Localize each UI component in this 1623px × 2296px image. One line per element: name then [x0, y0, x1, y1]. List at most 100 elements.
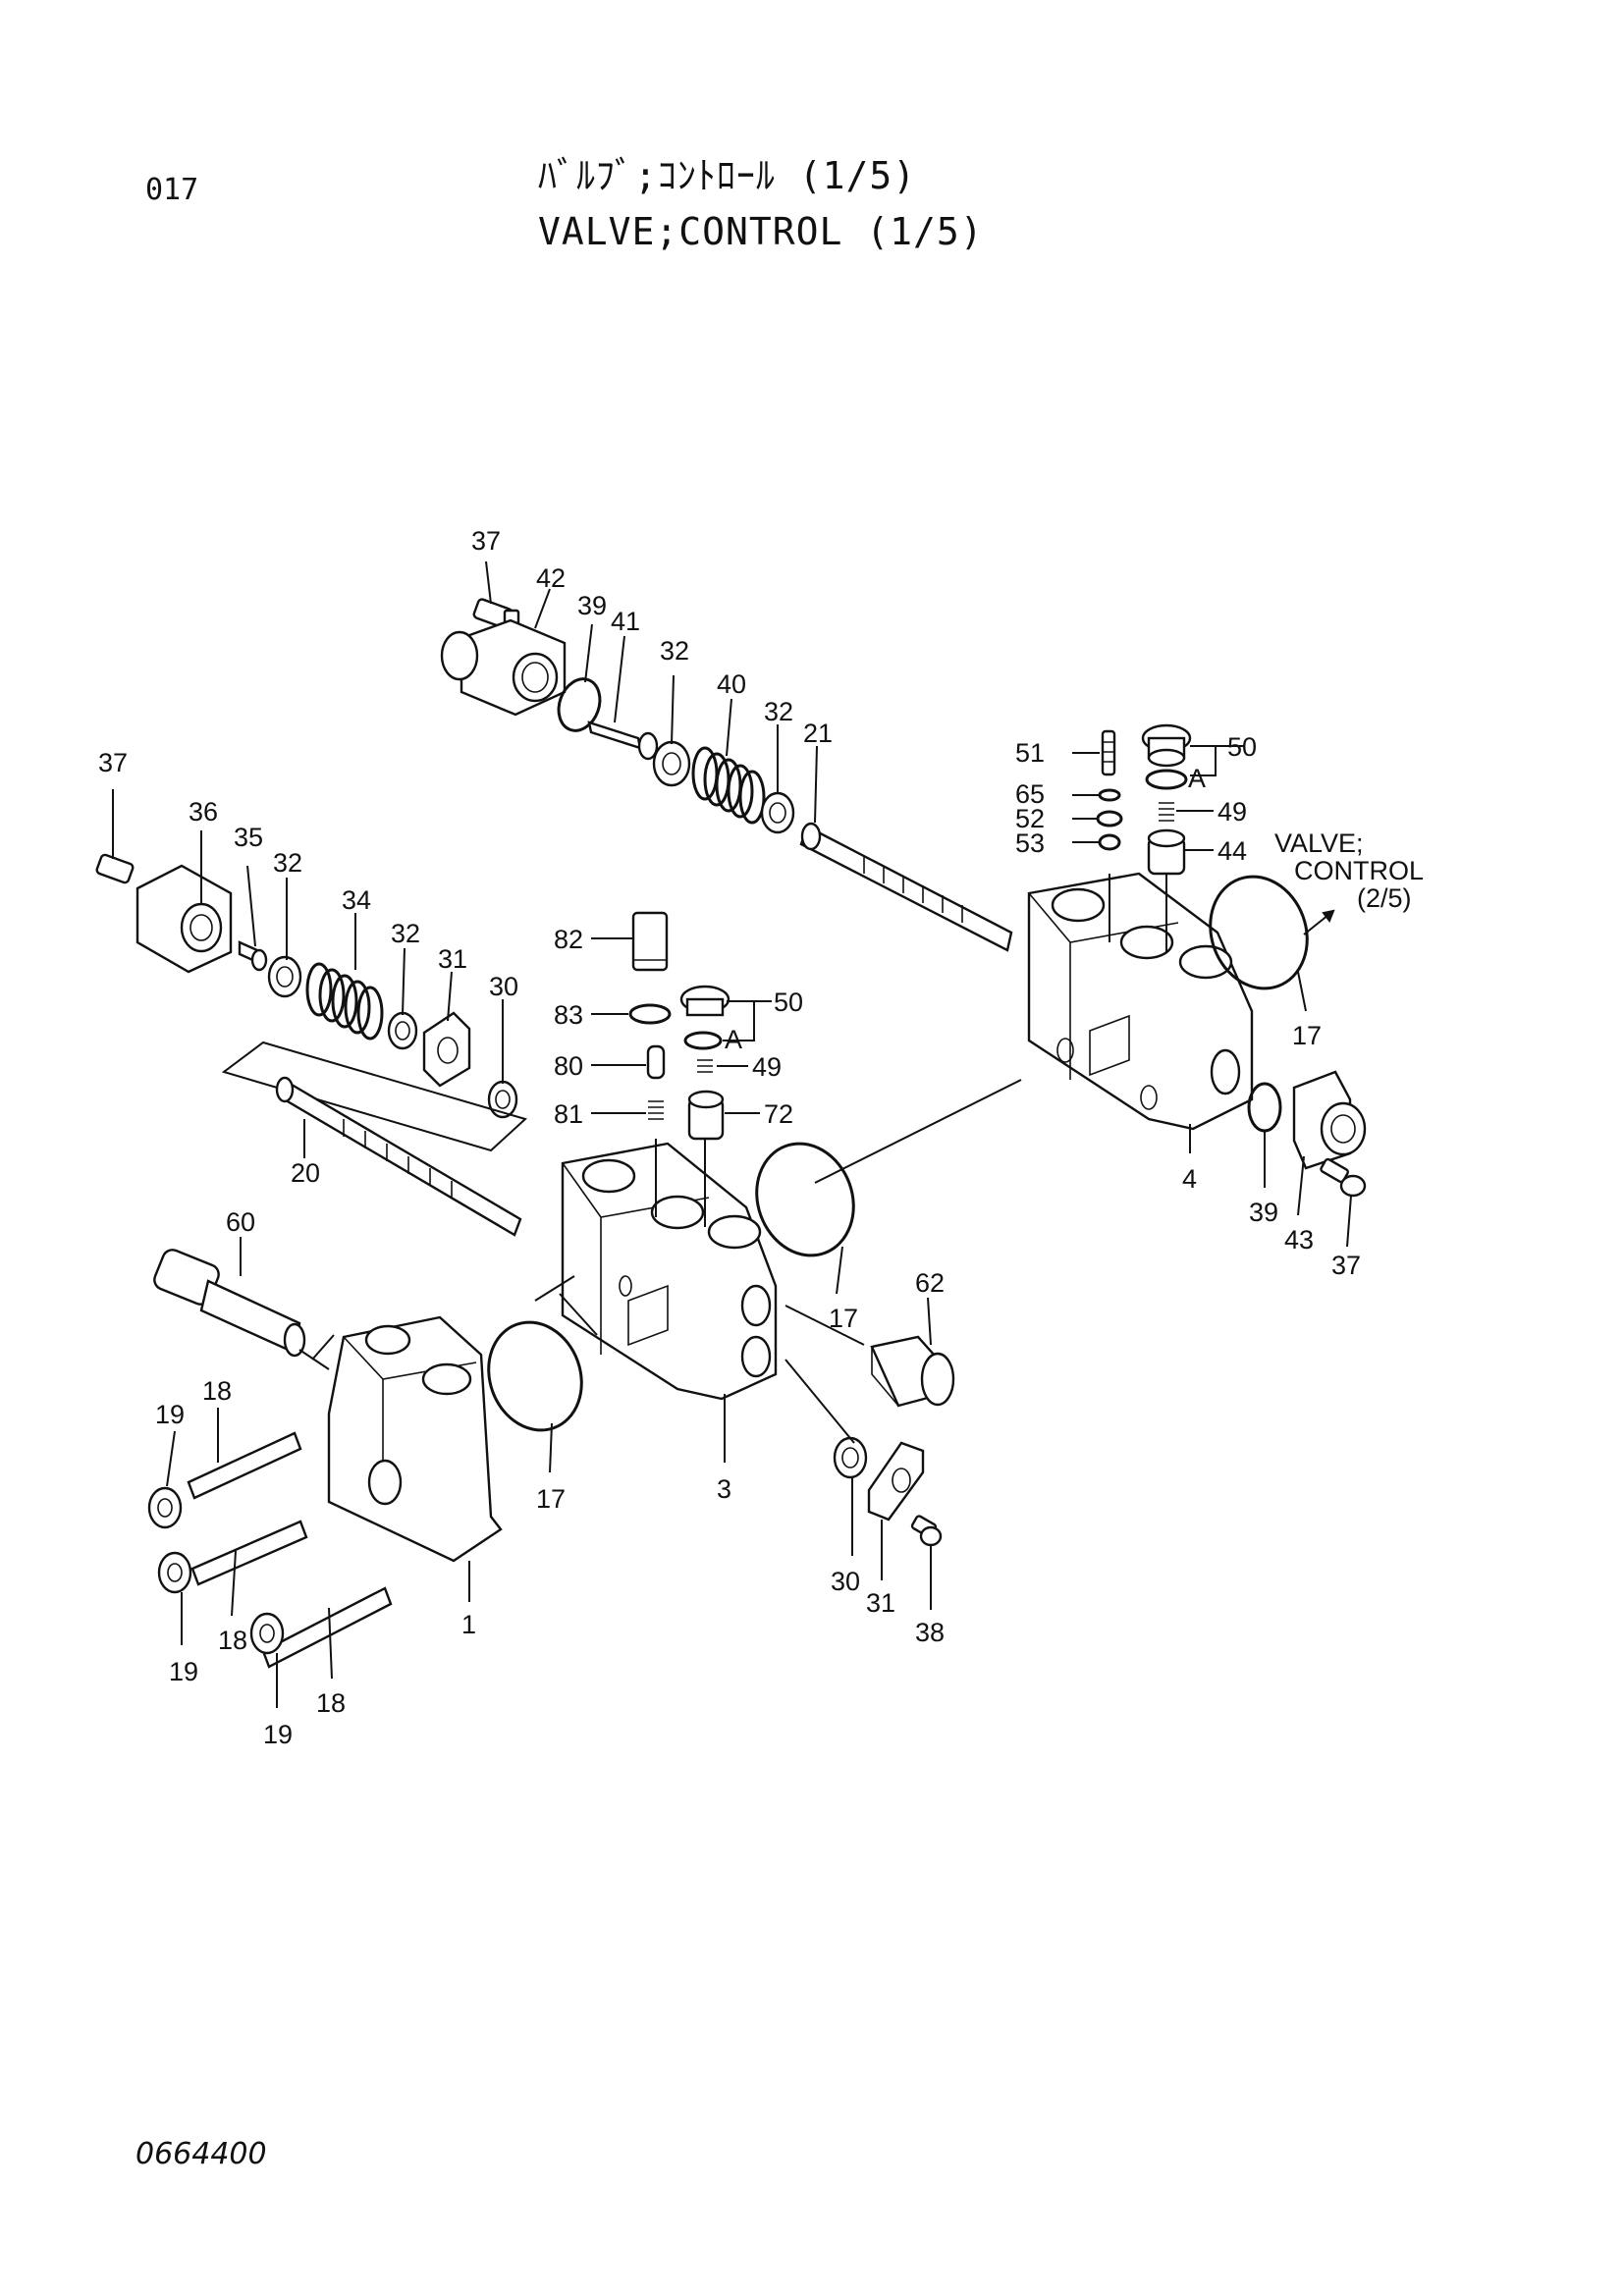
- seat-32-top-b: [760, 791, 795, 834]
- reference-line-3: (2/5): [1357, 883, 1412, 913]
- plug-62: [870, 1335, 955, 1408]
- label-36: 36: [189, 797, 218, 827]
- label-31-bottom: 31: [866, 1588, 895, 1618]
- label-39-right: 39: [1249, 1198, 1278, 1227]
- label-4: 4: [1182, 1164, 1197, 1194]
- bolt-38: [910, 1515, 943, 1547]
- seal-30-bottom: [833, 1436, 868, 1479]
- label-41: 41: [611, 607, 640, 636]
- label-49-right: 49: [1217, 797, 1247, 827]
- label-82: 82: [554, 925, 583, 954]
- label-53: 53: [1015, 828, 1045, 858]
- seat-32-left-b: [387, 1011, 418, 1050]
- label-32-top-a: 32: [660, 636, 689, 666]
- reference-line-2: CONTROL: [1294, 856, 1424, 885]
- label-32-top-b: 32: [764, 697, 793, 726]
- spool-21: [799, 822, 1013, 952]
- group-marker-a-middle: A: [725, 1025, 742, 1054]
- label-35: 35: [234, 823, 263, 852]
- label-80: 80: [554, 1051, 583, 1081]
- valve-block-1: [147, 1249, 583, 1669]
- valve-block-3: [561, 911, 955, 1547]
- label-1: 1: [461, 1610, 476, 1639]
- label-52: 52: [1015, 804, 1045, 833]
- valve-block-4: [1027, 723, 1367, 1198]
- seat-32-left-a: [267, 955, 302, 998]
- upper-spool-assembly: [440, 598, 1013, 952]
- ring-53: [1098, 833, 1121, 851]
- cover-43: [1292, 1070, 1367, 1170]
- o-ring-17-middle: [755, 1142, 855, 1257]
- label-50-right: 50: [1227, 732, 1257, 762]
- o-ring-39-right: [1247, 1082, 1282, 1133]
- reference-line-1: VALVE;: [1274, 828, 1364, 858]
- label-40: 40: [717, 669, 746, 699]
- leader-lines: [112, 561, 1352, 1708]
- document-number: 0664400: [135, 2137, 267, 2171]
- label-18-c: 18: [316, 1688, 346, 1718]
- bolt-37-left: [95, 853, 135, 884]
- label-17-middle: 17: [829, 1304, 858, 1333]
- cap-42: [440, 618, 567, 717]
- label-32-left-a: 32: [273, 848, 302, 878]
- stud-18-c: [261, 1586, 393, 1669]
- label-32-left-b: 32: [391, 919, 420, 948]
- poppet-44: [1147, 828, 1186, 876]
- label-20: 20: [291, 1158, 320, 1188]
- stud-18-b: [190, 1520, 308, 1586]
- ring-65: [1098, 788, 1121, 802]
- label-3: 3: [717, 1474, 731, 1504]
- nut-19-a: [147, 1486, 183, 1529]
- o-ring-17-right: [1209, 875, 1309, 990]
- label-17-right: 17: [1292, 1021, 1322, 1050]
- label-17-left: 17: [536, 1484, 566, 1514]
- o-ring-17-left: [487, 1320, 583, 1432]
- label-38: 38: [915, 1618, 945, 1647]
- label-37-left: 37: [98, 748, 128, 777]
- nut-19-b: [157, 1551, 192, 1594]
- label-18-a: 18: [202, 1376, 232, 1406]
- o-ring-50-middle: [683, 1031, 723, 1050]
- o-ring-50-right: [1145, 769, 1188, 790]
- o-ring-83: [628, 1003, 672, 1025]
- label-21: 21: [803, 719, 833, 748]
- label-37-top: 37: [471, 526, 501, 556]
- label-19-c: 19: [263, 1720, 293, 1749]
- page-number: 017: [145, 173, 199, 207]
- part-labels: 37 42 39 41 32 40 32 21 51 50 65 52 49 5…: [98, 526, 1424, 1749]
- seat-32-top-a: [652, 740, 691, 787]
- label-49-middle: 49: [752, 1052, 782, 1082]
- bolt-37-right: [1320, 1157, 1367, 1198]
- sensor-60: [153, 1249, 306, 1358]
- label-43: 43: [1284, 1225, 1314, 1255]
- ring-52: [1096, 810, 1123, 828]
- plug-50-middle: [679, 985, 730, 1017]
- spring-40: [691, 746, 766, 825]
- spool-guide-frame: [221, 1041, 527, 1152]
- label-34: 34: [342, 885, 371, 915]
- plunger-41: [587, 721, 659, 761]
- left-spool-assembly: [95, 853, 527, 1237]
- label-60: 60: [226, 1207, 255, 1237]
- label-65: 65: [1015, 779, 1045, 809]
- plunger-35: [238, 940, 268, 972]
- label-42: 42: [536, 563, 566, 593]
- label-19-b: 19: [169, 1657, 198, 1686]
- label-30-bottom: 30: [831, 1567, 860, 1596]
- relief-valve-82: [631, 911, 669, 972]
- stud-18-a: [187, 1431, 302, 1500]
- label-83: 83: [554, 1000, 583, 1030]
- flange-31: [422, 1011, 471, 1088]
- label-18-b: 18: [218, 1626, 247, 1655]
- label-44: 44: [1217, 836, 1247, 866]
- title-english: VALVE;CONTROL (1/5): [538, 210, 984, 253]
- label-30-left: 30: [489, 972, 518, 1001]
- spool-20: [275, 1076, 522, 1237]
- title-japanese: ﾊﾞﾙﾌﾞ;ｺﾝﾄﾛｰﾙ (1/5): [538, 154, 917, 197]
- label-19-a: 19: [155, 1400, 185, 1429]
- pin-51: [1101, 729, 1116, 776]
- label-39-top: 39: [577, 591, 607, 620]
- nut-19-c: [249, 1612, 285, 1655]
- group-marker-a-right: A: [1188, 764, 1206, 793]
- plug-50-right: [1141, 723, 1192, 768]
